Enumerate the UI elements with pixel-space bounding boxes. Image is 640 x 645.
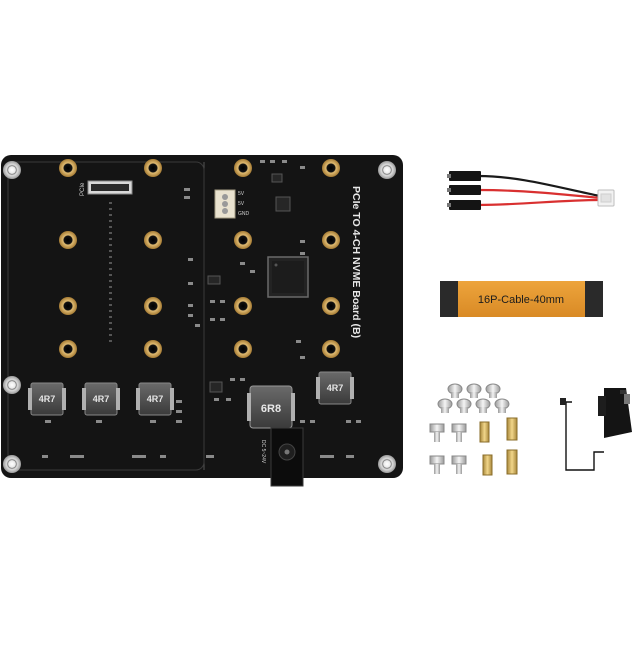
screw-heads	[437, 383, 510, 413]
dc-barrel-jack: DC 5~24V	[260, 427, 304, 487]
inductor-4: 4R7	[316, 371, 354, 405]
inductor-2: 4R7	[82, 382, 120, 416]
trace-column	[109, 202, 112, 342]
mounting-holes	[3, 161, 396, 473]
inductor-label-3: 4R7	[147, 394, 164, 404]
smd-components	[42, 160, 361, 458]
inductor-label-1: 4R7	[39, 394, 56, 404]
pcie-label: PCIe	[80, 182, 86, 196]
power-adapter	[560, 388, 632, 471]
side-screws	[429, 423, 467, 474]
pcie-fpc-connector: PCIe	[80, 180, 133, 196]
power-header: 5V 5V GND	[214, 189, 250, 219]
pcb-board: PCIe	[1, 155, 403, 487]
small-ics	[207, 173, 291, 393]
screw-kit	[429, 383, 518, 476]
gold-pads	[59, 159, 340, 358]
power-label-1: 5V	[238, 191, 245, 197]
power-label-2: 5V	[238, 201, 245, 207]
main-inductor-label: 6R8	[261, 403, 281, 415]
dc-label: DC 5~24V	[260, 440, 266, 464]
power-wire-cable	[447, 171, 615, 210]
inductor-label-2: 4R7	[93, 394, 110, 404]
board-title: PCIe TO 4-CH NVME Board (B)	[350, 186, 362, 338]
brass-standoffs	[479, 417, 518, 476]
inductor-1: 4R7	[28, 382, 66, 416]
power-label-3: GND	[238, 211, 250, 217]
inductor-label-4: 4R7	[327, 383, 344, 393]
pcie-switch-chip	[267, 256, 309, 298]
ffc-ribbon-cable: 16P-Cable-40mm	[440, 281, 603, 317]
cable-label: 16P-Cable-40mm	[478, 294, 564, 306]
main-inductor: 6R8	[247, 385, 295, 429]
inductor-3: 4R7	[136, 382, 174, 416]
